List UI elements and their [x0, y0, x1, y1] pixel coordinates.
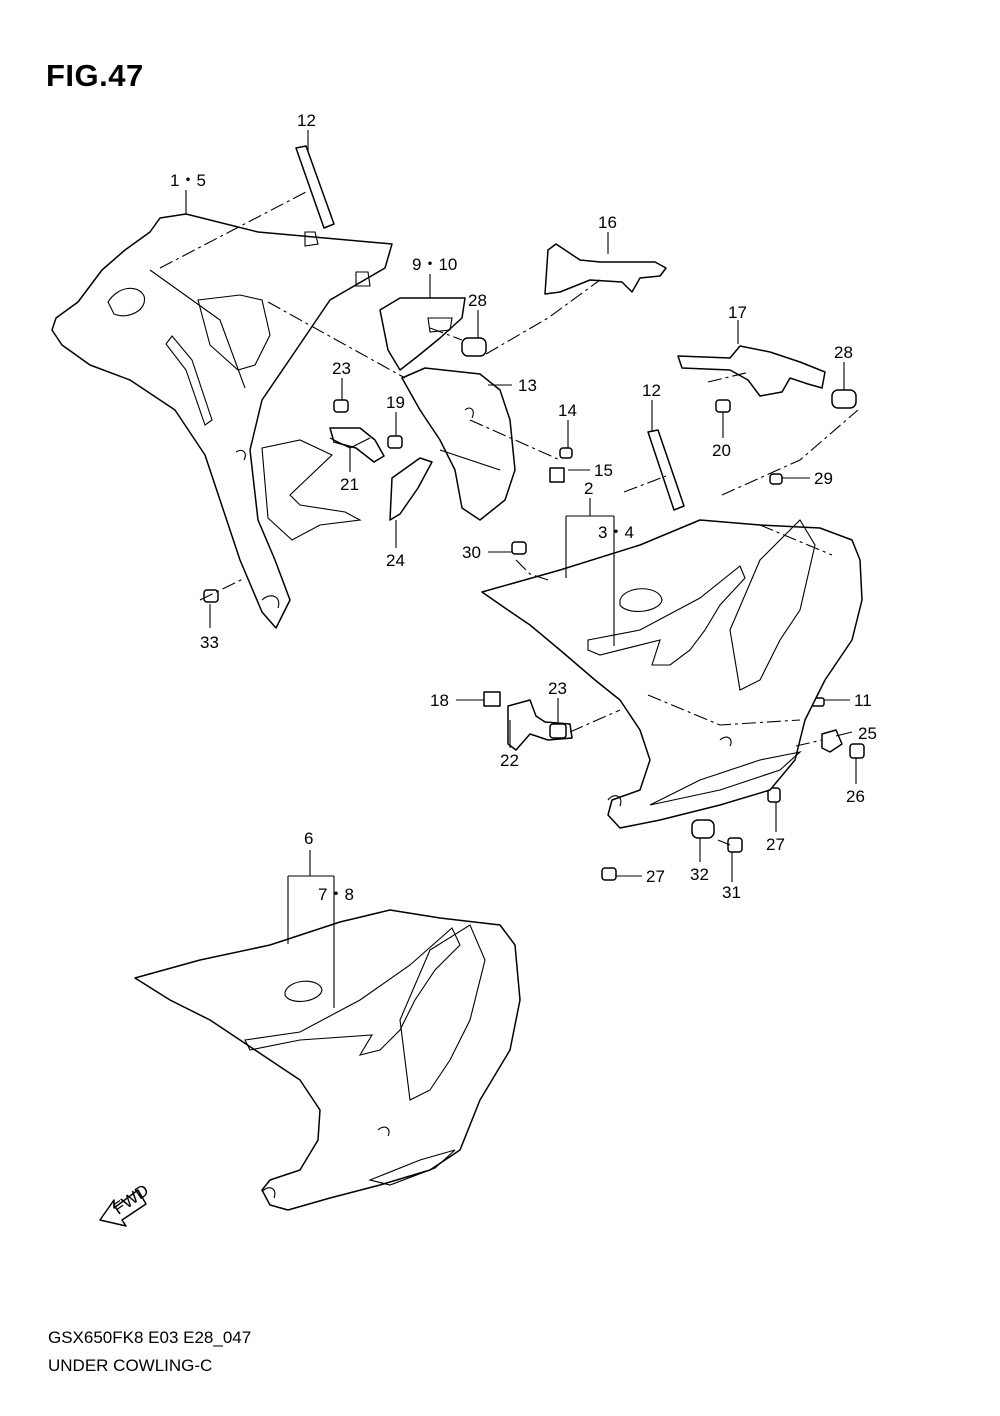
- callout-labels: 12 1・5 9・10 16 28 17 28 23 13 19 14 12 2…: [170, 111, 877, 904]
- callout-13: 13: [518, 376, 537, 395]
- assembly-name: UNDER COWLING-C: [48, 1356, 213, 1375]
- callout-17: 17: [728, 303, 747, 322]
- under-cowling-left: [134, 909, 521, 1211]
- callout-27-lower: 27: [646, 867, 665, 886]
- callout-12-right: 12: [642, 381, 661, 400]
- callout-30: 30: [462, 543, 481, 562]
- callout-29: 29: [814, 469, 833, 488]
- under-cowling-right: [481, 519, 863, 829]
- callout-6: 6: [304, 829, 313, 848]
- callout-32: 32: [690, 865, 709, 884]
- callout-18: 18: [430, 691, 449, 710]
- callout-1-5: 1・5: [170, 171, 206, 190]
- callout-22: 22: [500, 751, 519, 770]
- callout-24: 24: [386, 551, 405, 570]
- inner-cowling-upper: [51, 213, 393, 629]
- callout-3-4: 3・4: [598, 523, 634, 542]
- callout-21: 21: [340, 475, 359, 494]
- assembly-lines: [159, 191, 859, 846]
- fwd-arrow: FWD: [99, 1181, 152, 1227]
- callout-19: 19: [386, 393, 405, 412]
- panel-13: [401, 367, 516, 521]
- callout-11: 11: [854, 691, 872, 710]
- callout-28-right: 28: [834, 343, 853, 362]
- callout-20: 20: [712, 441, 731, 460]
- callout-23-lower: 23: [548, 679, 567, 698]
- bracket-17: [677, 345, 826, 397]
- fasteners: [203, 399, 865, 881]
- callout-28-left: 28: [468, 291, 487, 310]
- callout-14: 14: [558, 401, 577, 420]
- callout-9-10: 9・10: [412, 255, 457, 274]
- bracket-16: [544, 243, 667, 295]
- callout-2: 2: [584, 479, 593, 498]
- grommet-28-right: [831, 389, 857, 409]
- callout-31: 31: [722, 883, 741, 902]
- callout-26: 26: [846, 787, 865, 806]
- callout-12-top: 12: [297, 111, 316, 130]
- figure-title: FIG.47: [46, 58, 144, 93]
- callout-25: 25: [858, 724, 877, 743]
- rod-12-right: [647, 429, 685, 511]
- callout-27-right: 27: [766, 835, 785, 854]
- leader-lines: [185, 130, 857, 1008]
- callout-23-upper: 23: [332, 359, 351, 378]
- callout-16: 16: [598, 213, 617, 232]
- grommet-28-left: [461, 337, 487, 357]
- callout-15: 15: [594, 461, 613, 480]
- panel-9-10: [379, 297, 466, 371]
- callout-7-8: 7・8: [318, 885, 354, 904]
- model-code: GSX650FK8 E03 E28_047: [48, 1328, 252, 1347]
- callout-33: 33: [200, 633, 219, 652]
- rod-12-left: [295, 145, 335, 229]
- bracket-24: [389, 457, 433, 521]
